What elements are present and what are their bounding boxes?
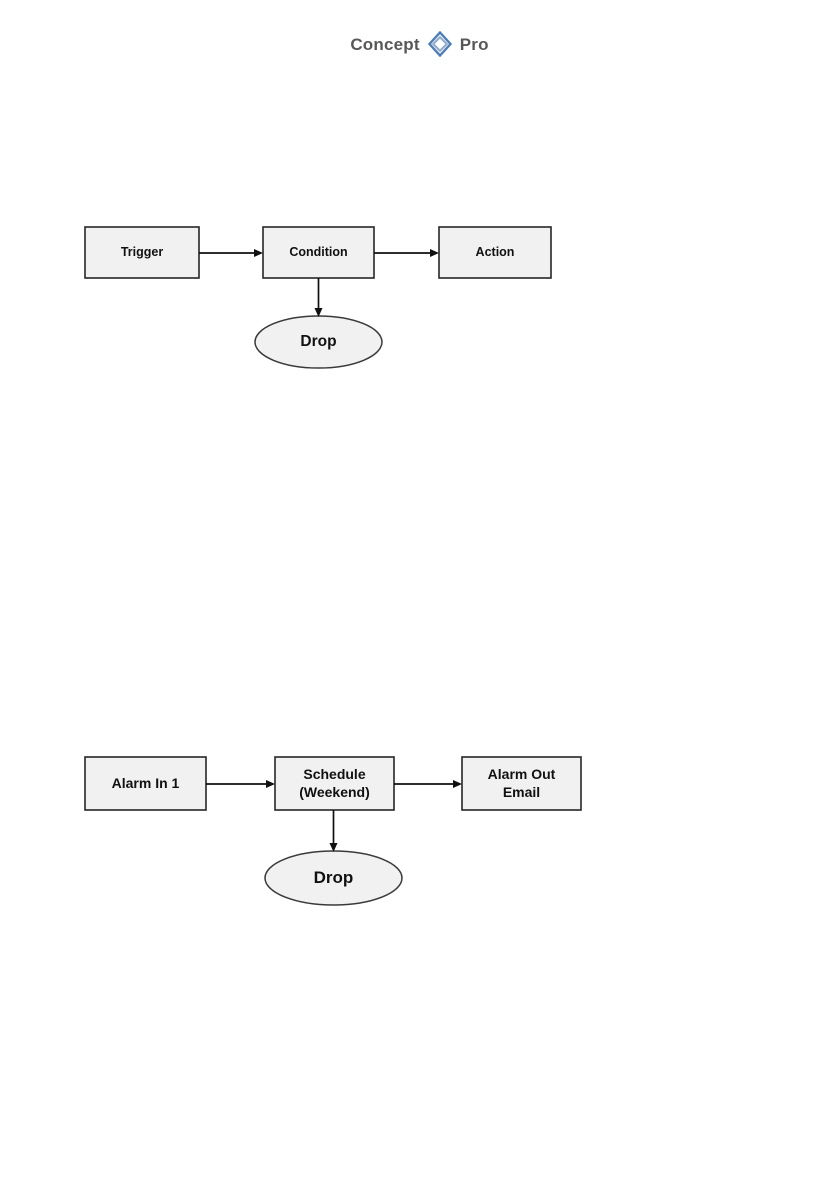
brand-word-right: Pro xyxy=(459,34,489,54)
edge-condition-to-drop xyxy=(314,278,323,317)
edge-alarm-in-to-schedule xyxy=(206,780,275,788)
brand-header: Concept Pro xyxy=(0,28,839,60)
node-label-trigger: Trigger xyxy=(120,244,164,259)
node-label-condition: Condition xyxy=(289,244,348,259)
node-label-action: Action xyxy=(475,244,515,259)
edge-schedule-to-alarm-out xyxy=(394,780,462,788)
edge-condition-to-action xyxy=(374,249,439,257)
node-label-drop-1: Drop xyxy=(300,332,337,350)
diamond-logo-icon xyxy=(427,30,453,58)
brand-word-left: Concept xyxy=(350,34,420,54)
node-label-alarm-out-email: Alarm Out Email xyxy=(487,766,556,800)
node-label-drop-2: Drop xyxy=(313,867,354,887)
edge-trigger-to-condition xyxy=(199,249,263,257)
edge-schedule-to-drop xyxy=(329,810,338,852)
node-label-alarm-in-1: Alarm In 1 xyxy=(111,774,180,791)
node-label-schedule: Schedule (Weekend) xyxy=(299,766,370,800)
